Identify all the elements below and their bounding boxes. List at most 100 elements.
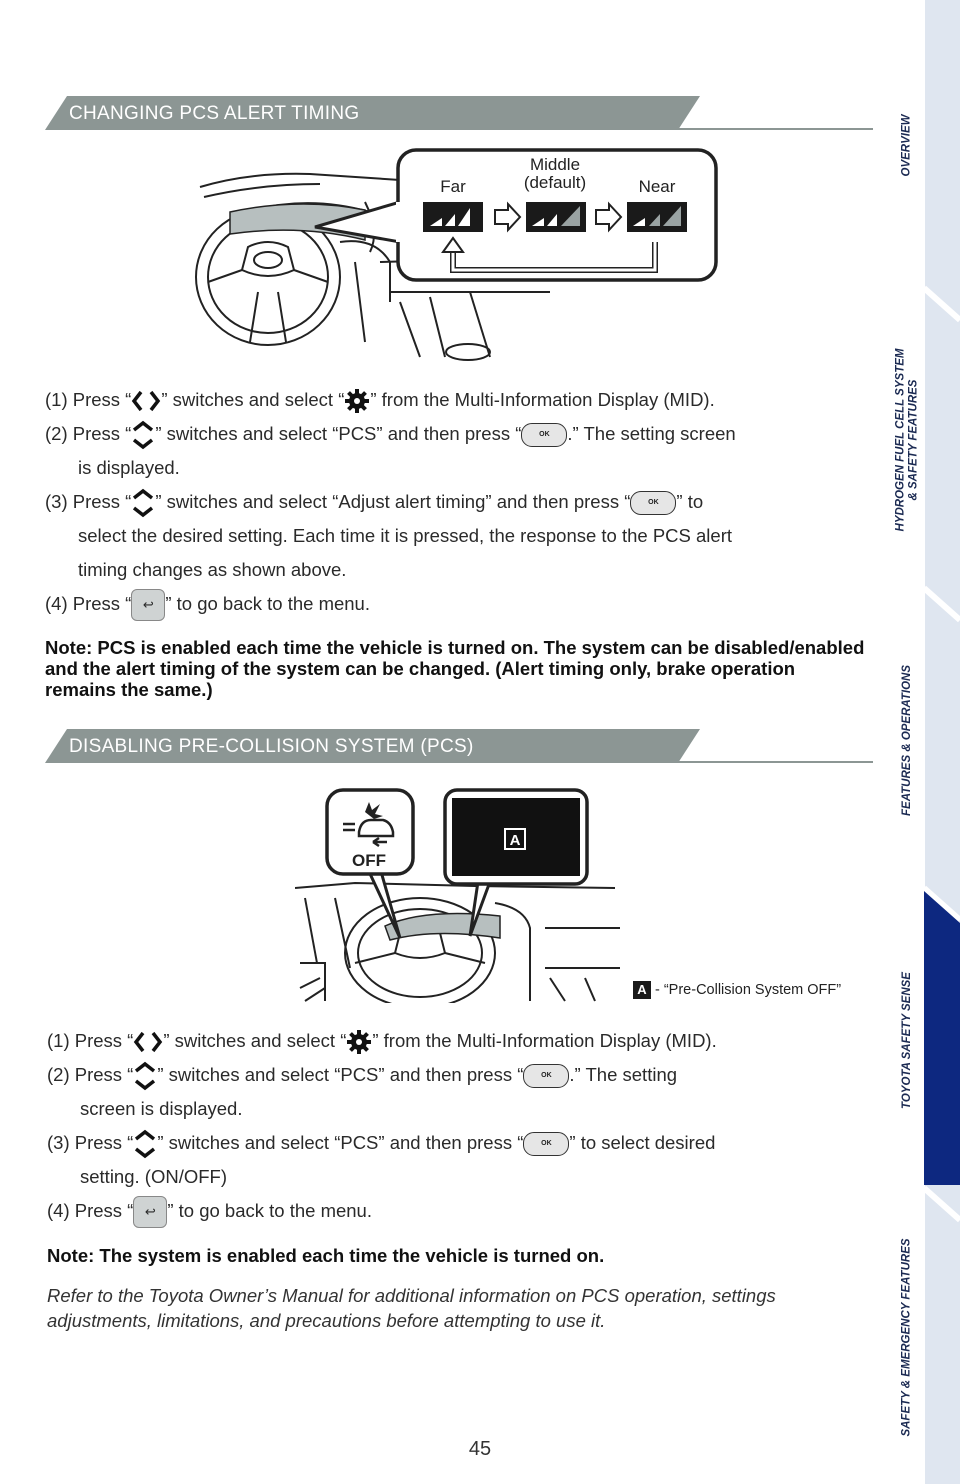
callout-letter: A xyxy=(510,832,521,849)
step-text: ” to select desired xyxy=(569,1132,716,1153)
alert-timing-illustration: Far Middle (default) Near xyxy=(190,142,720,362)
ok-button-icon: OK xyxy=(521,423,568,448)
tab-toyota-safety-sense[interactable]: TOYOTA SAFETY SENSE xyxy=(890,890,960,1190)
step-text: (3) Press “ xyxy=(47,1132,134,1153)
step-4: (4) Press “↩” to go back to the menu. xyxy=(47,1194,877,1229)
tab-label-line-2: & SAFETY FEATURES xyxy=(907,379,919,501)
section-tabs: OVERVIEW HYDROGEN FUEL CELL SYSTEM& SAFE… xyxy=(890,0,960,1484)
arrow-right-icon xyxy=(494,201,522,233)
label-middle: Middle xyxy=(530,155,580,174)
off-label: OFF xyxy=(352,851,386,870)
arrow-right-icon xyxy=(595,201,623,233)
pcs-off-icon: OFF xyxy=(343,802,395,870)
tab-overview[interactable]: OVERVIEW xyxy=(890,0,960,290)
ok-button-icon: OK xyxy=(523,1132,570,1157)
step-2-continued: screen is displayed. xyxy=(80,1098,243,1119)
step-text: (4) Press “ xyxy=(45,593,132,614)
callout-pointer xyxy=(363,862,402,939)
section-rule xyxy=(675,761,873,763)
step-text: ” from the Multi-Information Display (MI… xyxy=(370,389,715,410)
step-3: (3) Press “ ” switches and select “PCS” a… xyxy=(47,1126,877,1160)
step-text: .” The setting xyxy=(569,1064,678,1085)
disabling-pcs-steps: (1) Press “ ” switches and select “ ” from… xyxy=(47,1024,877,1229)
callout-caption: A - “Pre-Collision System OFF” xyxy=(633,979,841,1001)
step-text: (2) Press “ xyxy=(45,423,132,444)
ok-button-icon: OK xyxy=(630,491,677,516)
step-1: (1) Press “ ” switches and select “ ” from… xyxy=(45,383,875,417)
step-3: (3) Press “ ” switches and select “Adjust… xyxy=(45,485,875,519)
step-2: (2) Press “ ” switches and select “PCS” a… xyxy=(47,1058,877,1092)
gear-icon xyxy=(346,1029,372,1055)
meter-highlight xyxy=(384,912,501,941)
up-down-arrows-icon xyxy=(131,488,155,518)
up-down-arrows-icon xyxy=(131,420,155,450)
step-text: (3) Press “ xyxy=(45,491,132,512)
pcs-off-callout xyxy=(325,788,415,876)
tab-label: HYDROGEN FUEL CELL SYSTEM& SAFETY FEATUR… xyxy=(894,349,920,532)
far-indicator xyxy=(423,202,483,232)
section-title: DISABLING PRE-COLLISION SYSTEM (PCS) xyxy=(69,736,474,757)
near-indicator xyxy=(627,202,687,232)
tab-features-operations[interactable]: FEATURES & OPERATIONS xyxy=(890,590,960,890)
pcs-off-illustration: OFF A xyxy=(294,788,625,1009)
step-text: ” switches and select “PCS” and then pre… xyxy=(157,1132,524,1153)
step-text: ” to xyxy=(676,491,704,512)
back-button-icon: ↩ xyxy=(131,589,166,622)
step-text: ” from the Multi-Information Display (MI… xyxy=(372,1030,717,1051)
step-text: .” The setting screen xyxy=(567,423,736,444)
step-text: ” to go back to the menu. xyxy=(165,593,370,614)
step-text: ” switches and select “PCS” and then pre… xyxy=(157,1064,524,1085)
step-text: ” switches and select “ xyxy=(161,389,345,410)
step-text: (2) Press “ xyxy=(47,1064,134,1085)
tab-safety-emergency[interactable]: SAFETY & EMERGENCY FEATURES xyxy=(890,1190,960,1484)
section-header-disabling-pcs: DISABLING PRE-COLLISION SYSTEM (PCS) xyxy=(45,729,873,763)
back-button-icon: ↩ xyxy=(133,1196,168,1229)
gear-icon xyxy=(344,388,370,414)
step-text: ” switches and select “Adjust alert timi… xyxy=(155,491,631,512)
tab-active-highlight xyxy=(924,891,960,1185)
step-text: (1) Press “ xyxy=(47,1030,134,1051)
step-text: (4) Press “ xyxy=(47,1200,134,1221)
up-down-arrows-icon xyxy=(133,1061,157,1091)
up-down-arrows-icon xyxy=(133,1129,157,1159)
step-2: (2) Press “ ” switches and select “PCS” a… xyxy=(45,417,875,451)
tab-label: SAFETY & EMERGENCY FEATURES xyxy=(900,1237,913,1437)
tab-label: TOYOTA SAFETY SENSE xyxy=(900,971,913,1109)
section-rule xyxy=(675,128,873,130)
label-far: Far xyxy=(440,177,466,196)
tab-label: OVERVIEW xyxy=(900,114,913,176)
tab-label: FEATURES & OPERATIONS xyxy=(900,664,913,816)
caption-text: - “Pre-Collision System OFF” xyxy=(655,982,842,998)
step-4: (4) Press “↩” to go back to the menu. xyxy=(45,587,875,622)
label-default: (default) xyxy=(524,173,586,192)
step-2-continued: is displayed. xyxy=(78,457,180,478)
section-header-alert-timing: CHANGING PCS ALERT TIMING xyxy=(45,96,873,130)
step-text: ” switches and select “ xyxy=(163,1030,347,1051)
alert-timing-steps: (1) Press “ ” switches and select “ ” from… xyxy=(45,383,875,622)
section-title: CHANGING PCS ALERT TIMING xyxy=(69,103,360,124)
step-text: (1) Press “ xyxy=(45,389,132,410)
step-text: ” to go back to the menu. xyxy=(167,1200,372,1221)
dashboard-drawing: OFF A xyxy=(294,788,620,1009)
middle-indicator xyxy=(526,202,586,232)
step-1: (1) Press “ ” switches and select “ ” from… xyxy=(47,1024,877,1058)
tab-strip-background xyxy=(925,0,960,1484)
tab-dividers xyxy=(924,285,960,1223)
dashboard-drawing: Far Middle (default) Near xyxy=(195,148,718,361)
section-header-bar xyxy=(45,96,700,130)
step-text: ” switches and select “PCS” and then pre… xyxy=(155,423,522,444)
label-near: Near xyxy=(639,177,676,196)
ok-button-icon: OK xyxy=(523,1064,570,1089)
note-system-enabled: Note: The system is enabled each time th… xyxy=(47,1245,605,1266)
callout-letter-badge: A xyxy=(633,981,651,999)
step-3-continued: timing changes as shown above. xyxy=(78,559,347,580)
step-3-continued: setting. (ON/OFF) xyxy=(80,1166,227,1187)
tab-hydrogen-fuel-cell[interactable]: HYDROGEN FUEL CELL SYSTEM& SAFETY FEATUR… xyxy=(890,290,960,590)
owners-manual-reference: Refer to the Toyota Owner’s Manual for a… xyxy=(47,1285,776,1331)
left-right-arrows-icon xyxy=(133,1030,163,1054)
note-pcs-enabled: Note: PCS is enabled each time the vehic… xyxy=(45,637,865,700)
step-3-continued: select the desired setting. Each time it… xyxy=(78,525,733,546)
page-number: 45 xyxy=(468,1438,492,1460)
section-header-bar xyxy=(45,729,700,763)
tab-label-line-1: HYDROGEN FUEL CELL SYSTEM xyxy=(894,348,906,532)
